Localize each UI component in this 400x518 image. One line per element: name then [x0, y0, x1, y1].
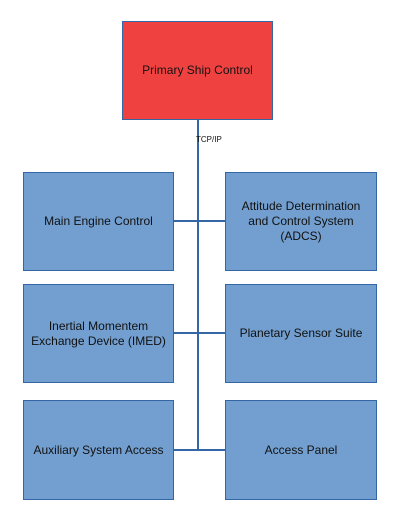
access-panel-label: Access Panel	[264, 442, 338, 457]
imed-node: Inertial Momentem Exchange Device (IMED)	[23, 284, 174, 383]
adcs-node: Attitude Determination and Control Syste…	[225, 172, 377, 271]
main-engine-control-label: Main Engine Control	[44, 214, 153, 228]
tcp-ip-label: TCP/IP	[196, 135, 222, 144]
auxiliary-system-access-node: Auxiliary System Access	[23, 400, 174, 500]
primary-ship-control-label: Primary Ship Control	[142, 63, 253, 77]
access-panel-node: Access Panel	[225, 400, 377, 500]
primary-ship-control-node: Primary Ship Control	[122, 21, 273, 120]
main-engine-control-node: Main Engine Control	[23, 172, 174, 271]
planetary-sensor-suite-node: Planetary Sensor Suite	[225, 284, 377, 383]
auxiliary-system-access-label: Auxiliary System Access	[33, 442, 164, 457]
planetary-sensor-suite-label: Planetary Sensor Suite	[239, 326, 363, 340]
imed-label: Inertial Momentem Exchange Device (IMED)	[31, 318, 166, 348]
adcs-label: Attitude Determination and Control Syste…	[241, 199, 361, 243]
